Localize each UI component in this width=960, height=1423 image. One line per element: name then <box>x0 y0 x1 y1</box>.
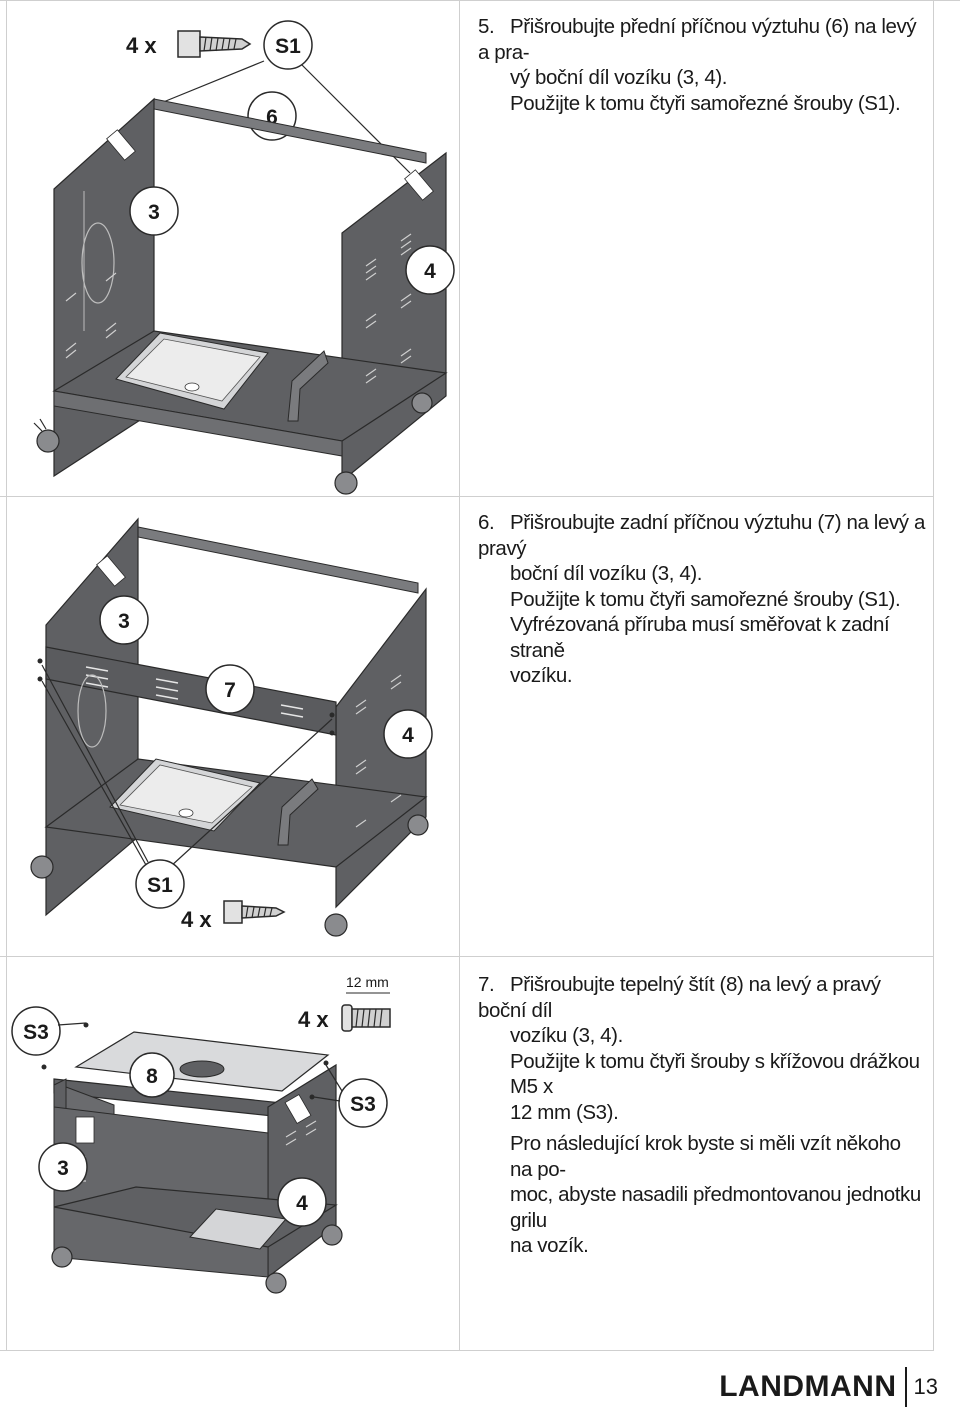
step5-part3-callout: 3 <box>148 201 160 224</box>
step7-part4-callout: 4 <box>296 1192 308 1215</box>
step7-illustration: S3 8 3 4 4 x 12 mm S3 <box>6 957 459 1350</box>
divider-2 <box>0 956 934 957</box>
footer-separator <box>904 1367 907 1407</box>
step7-line-5: Pro následující krok byste si měli vzít … <box>510 1132 901 1181</box>
step5-line-1: 5.Přišroubujte přední příčnou výztuhu (6… <box>478 15 917 64</box>
step5-screw-callout-circle <box>263 20 313 70</box>
step6-part4-callout: 4 <box>402 724 414 747</box>
page-footer: LANDMANN 13 <box>719 1367 938 1407</box>
step5-number: 5. <box>478 15 495 38</box>
step7-line-3: Použijte k tomu čtyři šrouby s křížovou … <box>510 1049 920 1099</box>
step5-instructions: 5.Přišroubujte přední příčnou výztuhu (6… <box>478 14 926 116</box>
divider-top <box>0 0 960 1</box>
step7-cart-drawing <box>41 1022 343 1294</box>
divider-vert-mid <box>459 0 460 1351</box>
step5-part4-callout-circle <box>405 245 455 295</box>
step7-line-2: vozíku (3, 4). <box>510 1024 623 1047</box>
step7-number: 7. <box>478 973 495 996</box>
step7-screw-right-callout-circle <box>338 1078 388 1128</box>
step6-leader-1 <box>41 664 149 863</box>
step7-qty-label: 4 x <box>298 1007 329 1032</box>
brand-logo: LANDMANN <box>719 1370 897 1403</box>
step6-part3-callout: 3 <box>118 610 130 633</box>
step7-part8-callout: 8 <box>146 1065 158 1088</box>
step7-line-4: 12 mm (S3). <box>510 1100 619 1124</box>
step5-part3-callout-circle <box>129 186 179 236</box>
step7-leader-left <box>57 1022 87 1026</box>
step7-part3-callout: 3 <box>57 1157 69 1180</box>
step7-line-6: moc, abyste nasadili předmontovanou jedn… <box>510 1183 921 1232</box>
step5-line-3: Použijte k tomu čtyři samořezné šrouby (… <box>510 91 901 115</box>
step6-part4-callout-circle <box>383 709 433 759</box>
step6-cart-drawing <box>30 517 429 937</box>
step7-leader-right-1 <box>325 1064 343 1092</box>
step6-line-2: boční díl vozíku (3, 4). <box>510 562 703 585</box>
step6-leader-2 <box>41 680 147 866</box>
step6-screw-callout-circle <box>135 859 185 909</box>
step6-screw-callout: S1 <box>147 874 173 897</box>
step6-illustration: 3 7 4 S1 4 x <box>6 497 459 956</box>
machine-screw-icon <box>341 1004 391 1032</box>
step6-line-3: Použijte k tomu čtyři samořezné šrouby (… <box>510 587 901 611</box>
step6-part7-callout-circle <box>205 664 255 714</box>
step5-cart-drawing <box>33 97 448 495</box>
step7-leader-right-2 <box>313 1096 341 1102</box>
step7-instructions: 7.Přišroubujte tepelný štít (8) na levý … <box>478 972 926 1259</box>
step7-line-1: 7.Přišroubujte tepelný štít (8) na levý … <box>478 973 881 1022</box>
divider-1 <box>0 496 934 497</box>
self-tapping-screw-icon <box>177 30 252 58</box>
step6-instructions: 6.Přišroubujte zadní příčnou výztuhu (7)… <box>478 510 926 689</box>
page-number: 13 <box>913 1374 938 1399</box>
step6-part3-callout-circle <box>99 595 149 645</box>
step6-line-1: 6.Přišroubujte zadní příčnou výztuhu (7)… <box>478 511 925 560</box>
divider-vert-left <box>6 0 7 1351</box>
self-tapping-screw-icon <box>223 900 286 924</box>
step5-screw-callout: S1 <box>275 35 301 58</box>
step7-line-7: na vozík. <box>510 1234 589 1257</box>
step7-part3-callout-circle <box>38 1142 88 1192</box>
step5-part6-callout: 6 <box>266 106 278 129</box>
step5-part4-callout: 4 <box>424 260 436 283</box>
step6-qty-label: 4 x <box>181 907 212 932</box>
step7-part8-callout-circle <box>129 1052 175 1098</box>
step6-line-5: vozíku. <box>510 664 573 687</box>
step6-leader-3 <box>169 718 333 868</box>
step5-qty-label: 4 x <box>126 33 157 58</box>
step6-number: 6. <box>478 511 495 534</box>
step6-line-4: Vyfrézovaná příruba musí směřovat k zadn… <box>510 613 890 662</box>
divider-vert-right <box>933 0 934 1351</box>
step7-screw-left-callout: S3 <box>23 1021 49 1044</box>
step7-screw-right-callout: S3 <box>350 1093 376 1116</box>
step5-leader-left <box>155 60 265 106</box>
divider-3 <box>0 1350 934 1351</box>
step6-part7-callout: 7 <box>224 679 236 702</box>
step7-part4-callout-circle <box>277 1177 327 1227</box>
step7-length-label: 12 mm <box>346 974 389 990</box>
step7-screw-left-callout-circle <box>11 1006 61 1056</box>
step5-illustration: 4 x S1 6 <box>6 1 459 495</box>
step5-line-2: vý boční díl vozíku (3, 4). <box>510 66 728 89</box>
